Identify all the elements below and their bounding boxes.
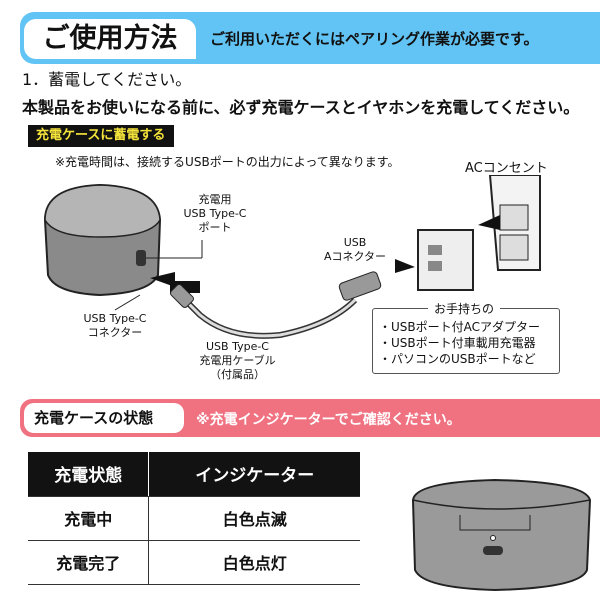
port-label: 充電用 USB Type-C ポート (183, 193, 247, 234)
cable-label: USB Type-C 充電用ケーブル （付属品） (199, 340, 276, 381)
usb-a-label: USB Aコネクター (323, 236, 387, 263)
status-table: 充電状態インジケーター 充電中白色点滅 充電完了白色点灯 (28, 452, 360, 585)
owned-devices-title: お手持ちの (428, 300, 501, 317)
arrow-left-icon (150, 272, 175, 287)
type-c-label: USB Type-C コネクター (83, 312, 147, 339)
charging-diagram (43, 175, 541, 339)
header-cell: 充電状態 (28, 452, 150, 497)
case-indicator-illustration (411, 478, 592, 592)
table-row: 充電完了白色点灯 (28, 540, 360, 585)
charging-note: ※充電時間は、接続するUSBポートの出力によって異なります。 (55, 155, 400, 169)
step-title: 1．蓄電してください。 (22, 70, 192, 89)
step-instruction: 本製品をお使いになる前に、必ず充電ケースとイヤホンを充電してください。 (22, 98, 580, 117)
page-title: ご使用方法 (24, 19, 196, 59)
header-subtitle: ご利用いただくにはペアリング作業が必要です。 (210, 30, 539, 48)
status-title: 充電ケースの状態 (24, 403, 184, 433)
ac-adapter-illustration (417, 229, 474, 291)
status-subtitle: ※充電インジケーターでご確認ください。 (196, 412, 461, 428)
wall-outlet-illustration (478, 175, 541, 271)
header-cell: インジケーター (148, 452, 360, 497)
arrow-right-icon (395, 259, 415, 273)
charging-case-illustration (43, 183, 203, 297)
arrow-right-icon (478, 215, 500, 230)
table-row: 充電中白色点滅 (28, 496, 360, 541)
charging-label: 充電ケースに蓄電する (28, 125, 174, 147)
owned-devices-box: ・USBポート付ACアダプター ・USBポート付車載用充電器 ・パソコンのUSB… (372, 308, 560, 374)
indicator-light-icon (490, 535, 496, 541)
ac-outlet-label: ACコンセント (465, 161, 548, 176)
